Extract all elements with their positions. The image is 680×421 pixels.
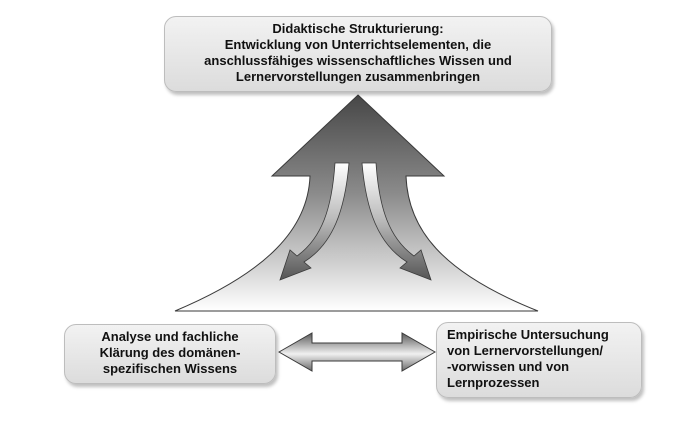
- inner-left-arrow: [279, 162, 350, 281]
- box-text-line: Lernervorstellungen zusammenbringen: [235, 69, 481, 84]
- double-arrow: [277, 332, 437, 372]
- box-text-line: Klärung des domänen-: [99, 345, 241, 360]
- box-text-line: spezifischen Wissens: [102, 361, 238, 376]
- box-text-line: anschlussfähiges wissenschaftliches Wiss…: [204, 53, 512, 68]
- subject-analysis-box: Analyse und fachliche Klärung des domäne…: [64, 324, 276, 384]
- box-text-line: -vorwissen und von: [447, 359, 570, 374]
- box-text-line: Empirische Untersuchung: [447, 327, 609, 342]
- upward-arrow: [174, 94, 539, 312]
- box-text-line: Lernprozessen: [447, 375, 540, 390]
- box-text-line: von Lernervorstellungen/: [447, 343, 604, 358]
- didactic-structuring-box: Didaktische Strukturierung: Entwicklung …: [164, 16, 552, 92]
- box-text-line: Entwicklung von Unterrichtselementen, di…: [224, 37, 492, 52]
- empirical-study-box: Empirische Untersuchung von Lernervorste…: [436, 322, 642, 398]
- box-text-line: Analyse und fachliche: [101, 329, 239, 344]
- inner-right-arrow: [361, 162, 432, 281]
- box-text-line: Didaktische Strukturierung:: [272, 21, 444, 36]
